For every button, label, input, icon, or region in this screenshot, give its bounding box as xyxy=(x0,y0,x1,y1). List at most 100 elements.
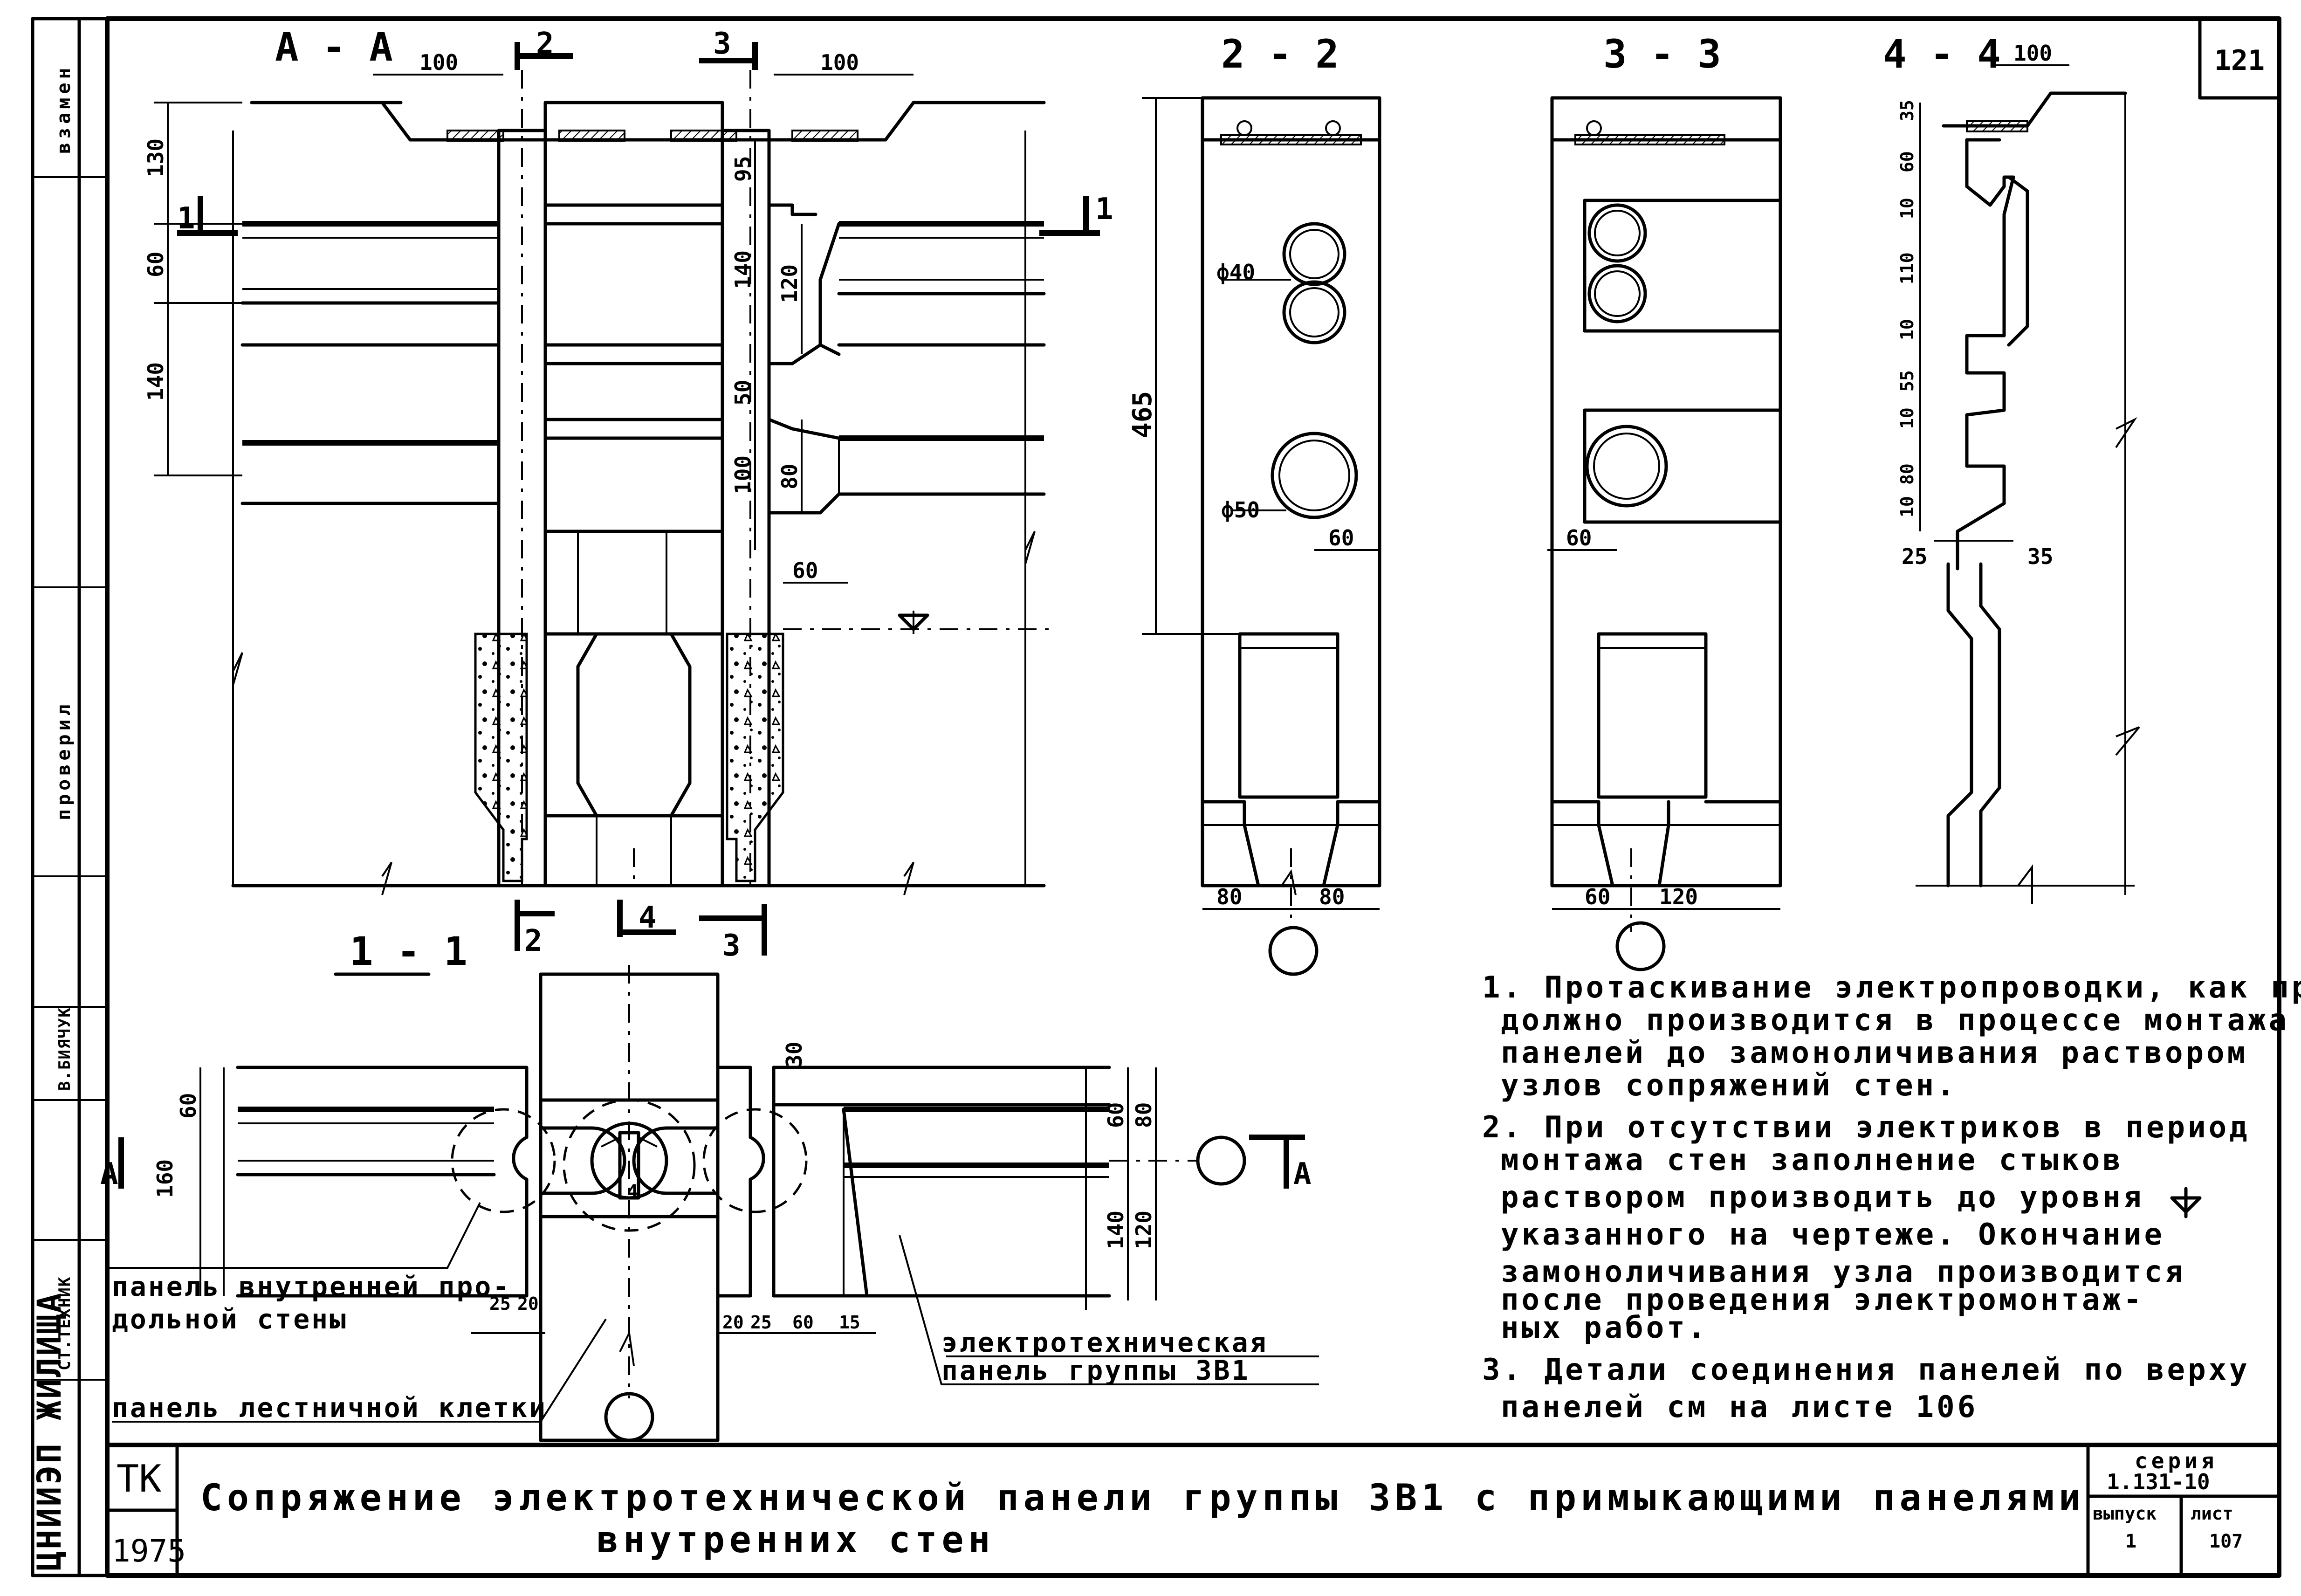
tb-issue-label: выпуск xyxy=(2093,1503,2157,1524)
aa-el-panel xyxy=(767,131,1046,887)
note-line: раствором производить до уровня xyxy=(1501,1180,2144,1215)
label-inner-panel-line1: панель внутренней про- xyxy=(112,1271,511,1302)
dim-s44-35: 35 xyxy=(1897,100,1917,121)
section-title-11: 1 - 1 xyxy=(350,929,467,974)
dim-aa-top-left: 100 xyxy=(419,50,458,75)
tb-sheet-label: лист xyxy=(2191,1503,2233,1524)
cut-4-bottom-marker xyxy=(617,900,676,937)
tb-sheet-value: 107 xyxy=(2209,1531,2243,1552)
dim-s11-60: 60 xyxy=(176,1093,201,1119)
callout-circle-33 xyxy=(1615,921,1666,971)
dim-s44-10c: 10 xyxy=(1897,407,1917,429)
section-title-44: 4 - 4 xyxy=(1883,31,2001,77)
cut-1-left-marker xyxy=(177,196,238,236)
dim-s33-120: 120 xyxy=(1659,884,1698,909)
dim-s44-10d: 10 xyxy=(1897,496,1917,517)
cut-1-right-label: 1 xyxy=(1095,192,1113,227)
cut-2-bottom-label: 2 xyxy=(524,924,543,958)
note-line: монтажа стен заполнение стыков xyxy=(1501,1143,2123,1177)
note-line: после проведения электромонтаж- xyxy=(1501,1283,2144,1317)
section-title-22: 2 - 2 xyxy=(1221,31,1339,77)
cut-3-bottom-marker xyxy=(699,904,767,956)
cut-a-right-marker xyxy=(1249,1135,1305,1189)
section-title-33: 3 - 3 xyxy=(1603,31,1721,77)
dim-s11-140: 140 xyxy=(1103,1211,1128,1249)
dim-465: 465 xyxy=(1127,391,1158,438)
dim-aa-95: 95 xyxy=(730,156,756,182)
cut-3-bottom-label: 3 xyxy=(722,929,741,963)
dim-s44-10b: 10 xyxy=(1897,319,1917,340)
dim-s44-60: 60 xyxy=(1897,151,1917,172)
callout-circle-22 xyxy=(1268,926,1319,976)
dim-s44-100: 100 xyxy=(2013,41,2052,66)
dim-s11-160: 160 xyxy=(152,1159,178,1198)
tb-issue-value: 1 xyxy=(2125,1531,2136,1552)
label-el-panel-line1: электротехническая xyxy=(941,1327,1268,1358)
dim-aa-140: 140 xyxy=(143,362,168,401)
dim-s11-60r: 60 xyxy=(1103,1102,1128,1128)
dim-aa-130: 130 xyxy=(143,138,168,177)
section-aa xyxy=(154,42,1100,895)
dim-aa-top-right: 100 xyxy=(820,50,859,75)
aa-left-panel xyxy=(231,101,501,887)
dim-d40: ф40 xyxy=(1216,260,1255,285)
note-line: узлов сопряжений стен. xyxy=(1501,1068,1958,1103)
dim-s11-80r: 80 xyxy=(1131,1102,1156,1128)
cut-a-left-label: А xyxy=(100,1157,118,1191)
dim-s11-25b: 25 xyxy=(750,1312,772,1333)
label-el-panel-line2: панель группы ЗВ1 xyxy=(941,1355,1250,1386)
level-arrow-icon xyxy=(2170,1187,2202,1218)
dim-s11-20b: 20 xyxy=(722,1312,744,1333)
dim-s33-60: 60 xyxy=(1566,525,1592,550)
conduit-block-lower xyxy=(1583,408,1782,524)
conduit-d40-upper xyxy=(1282,222,1346,286)
cut-2-bottom-marker xyxy=(515,900,555,951)
tb-title-line2: внутренних стен xyxy=(597,1519,995,1561)
dim-aa-80: 80 xyxy=(777,464,802,489)
note-line: замоноличивания узла производится xyxy=(1501,1255,2186,1289)
conduit-block-upper xyxy=(1583,199,1782,333)
dim-s44-80: 80 xyxy=(1897,463,1917,485)
dim-s44-55: 55 xyxy=(1897,370,1917,392)
label-inner-panel-line2: дольной стены xyxy=(112,1303,348,1335)
conduit-d50 xyxy=(1271,432,1358,519)
stamp-proveril: проверил xyxy=(53,701,75,820)
note-line: панелей до замоноличивания раствором xyxy=(1501,1036,2248,1070)
dim-s11-30: 30 xyxy=(782,1042,807,1067)
callout-circle-11 xyxy=(604,1392,654,1442)
dim-s22-80b: 80 xyxy=(1319,884,1345,909)
cut-1-right-marker xyxy=(1039,196,1100,236)
dim-aa-140b: 140 xyxy=(730,250,756,289)
cut-2-top-label: 2 xyxy=(536,27,554,61)
label-stair-panel: панель лестничной клетки xyxy=(112,1392,547,1424)
dim-s44-10a: 10 xyxy=(1897,198,1917,219)
cut-4-bottom-label: 4 xyxy=(639,901,657,935)
stamp-org: ЦНИИЭП ЖИЛИЩА xyxy=(30,1291,69,1571)
note-line: указанного на чертеже. Окончание xyxy=(1501,1218,2165,1252)
aa-mortar-left xyxy=(474,633,528,882)
dim-d50: ф50 xyxy=(1221,497,1260,523)
dim-aa-120: 120 xyxy=(777,264,802,303)
cut-a-right-label: А xyxy=(1293,1157,1312,1191)
aa-stair-panel xyxy=(497,101,771,887)
note-line: 2. При отсутствии электриков в период xyxy=(1482,1110,2250,1145)
dim-s22-80a: 80 xyxy=(1216,884,1242,909)
note-line: 3. Детали соединения панелей по верху xyxy=(1482,1353,2250,1387)
tb-tk: ТК xyxy=(117,1457,161,1500)
tb-series-label: серия xyxy=(2135,1448,2218,1473)
dim-s44-35b: 35 xyxy=(2027,544,2053,569)
aa-mortar-right xyxy=(726,633,784,882)
tb-series-value: 1.131-10 xyxy=(2107,1469,2210,1494)
dim-s11-20: 20 xyxy=(517,1293,539,1314)
notes: 1. Протаскивание электропроводки, как пр… xyxy=(1482,970,2301,1424)
note-line: ных работ. xyxy=(1501,1311,1708,1345)
dim-s33-60b: 60 xyxy=(1585,884,1610,909)
dim-s11-15: 15 xyxy=(839,1312,860,1333)
section-title-aa: А - А xyxy=(275,24,393,70)
cut-3-top-marker xyxy=(699,42,758,70)
dim-s11-4: 4 xyxy=(627,1181,638,1203)
dim-s11-60b: 60 xyxy=(792,1312,814,1333)
dim-s44-110: 110 xyxy=(1897,252,1917,284)
dim-s44-25: 25 xyxy=(1902,544,1927,569)
